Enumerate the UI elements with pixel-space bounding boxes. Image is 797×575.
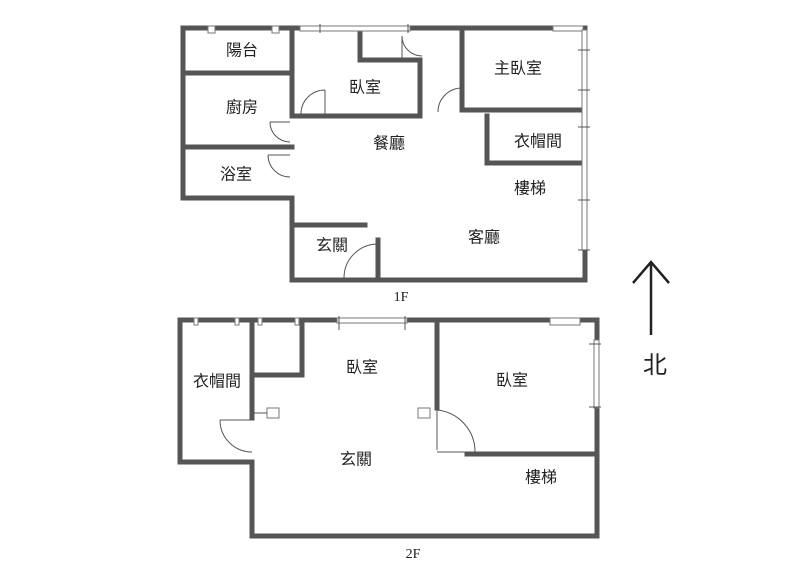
window [271,25,280,34]
window [581,29,588,251]
room-label-foyer: 玄關 [340,450,372,469]
bedroom-wall [249,317,305,378]
door-swing [343,243,379,279]
window [336,317,408,324]
door-swing [401,35,423,58]
window [593,339,600,409]
closet-wall [484,113,588,166]
door-swing [219,419,253,453]
door-swing [437,87,463,113]
room-label-walkin-closet: 衣帽間 [514,132,562,151]
room-label-master-bedroom: 主臥室 [494,59,542,78]
window [299,25,411,32]
floor-2-label: 2F [406,547,421,562]
door-swing [267,154,291,178]
floor-2-plan: 衣帽間 臥室 臥室 玄關 樓梯 2F [177,316,601,562]
window [294,317,300,326]
room-label-stairs: 樓梯 [514,179,546,198]
floor-1-plan: 陽台 廚房 浴室 臥室 主臥室 餐廳 衣帽間 樓梯 玄關 客廳 1F [180,24,590,305]
room-label-balcony: 陽台 [226,41,258,60]
window [257,317,263,326]
room-label-living: 客廳 [468,228,500,247]
room-label-bathroom: 浴室 [220,165,252,184]
window [193,317,199,326]
door-swing [300,89,326,115]
door-swing [436,409,476,453]
north-arrow: 北 [632,260,670,379]
window [552,25,584,32]
room-label-kitchen: 廚房 [226,98,258,117]
room-label-dining: 餐廳 [373,134,405,153]
room-label-bedroom: 臥室 [349,78,381,97]
fixture [417,407,431,419]
room-label-walkin-closet: 衣帽間 [193,372,241,391]
window [549,317,581,326]
room-label-stairs: 樓梯 [525,468,557,487]
room-label-foyer: 玄關 [316,236,348,255]
north-arrow-head-icon [632,260,670,284]
fixture [266,407,280,419]
window [234,317,240,326]
door-swing [269,121,291,143]
bedroom-wall [289,25,423,119]
north-label: 北 [643,351,667,379]
floor-2-outer-wall [177,317,600,539]
floor-1-label: 1F [394,290,409,305]
window [207,25,216,34]
room-label-bedroom-a: 臥室 [346,358,378,377]
room-label-bedroom-b: 臥室 [496,371,528,390]
